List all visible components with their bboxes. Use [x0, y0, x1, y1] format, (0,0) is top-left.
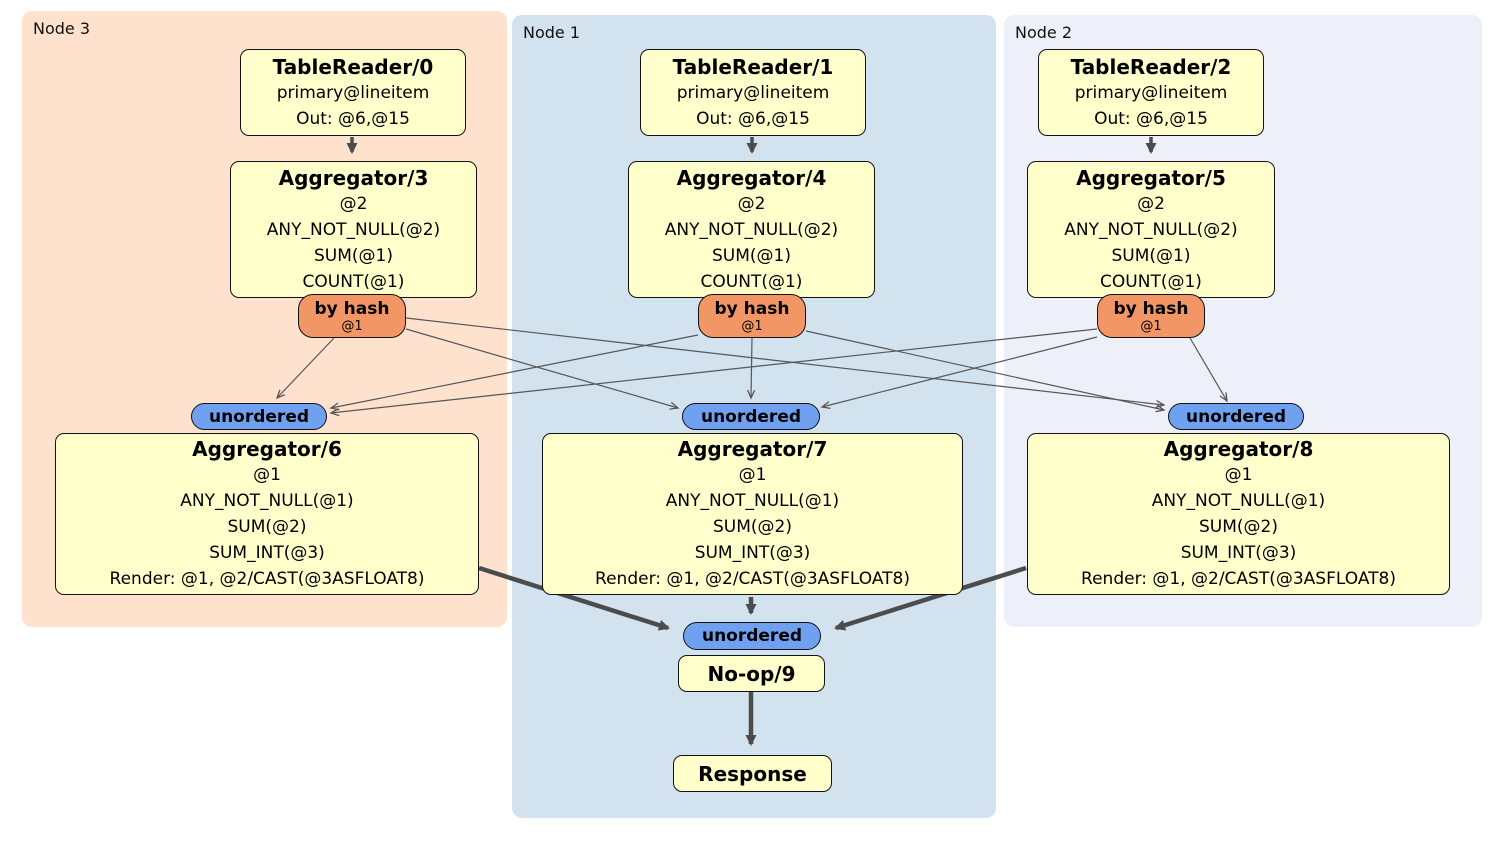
- aggregator5-box: Aggregator/5 @2 ANY_NOT_NULL(@2) SUM(@1)…: [1027, 161, 1275, 298]
- aggregator6-fn3: SUM_INT(@3): [209, 543, 325, 563]
- aggregator3-box: Aggregator/3 @2 ANY_NOT_NULL(@2) SUM(@1)…: [230, 161, 477, 298]
- byhash0-columns: @1: [341, 318, 363, 334]
- tablereader0-title: TableReader/0: [272, 54, 434, 79]
- tablereader2-index: primary@lineitem: [1074, 82, 1228, 103]
- aggregator5-title: Aggregator/5: [1076, 165, 1226, 190]
- unordered-sync-node3: unordered: [191, 403, 327, 430]
- byhash1-columns: @1: [741, 318, 763, 334]
- aggregator4-fn1: ANY_NOT_NULL(@2): [664, 219, 839, 240]
- aggregator8-render: Render: @1, @2/CAST(@3ASFLOAT8): [1081, 569, 1396, 589]
- byhash0-router: by hash @1: [298, 294, 406, 338]
- aggregator5-groupcols: @2: [1137, 193, 1165, 214]
- tablereader0-box: TableReader/0 primary@lineitem Out: @6,@…: [240, 49, 466, 136]
- aggregator7-fn3: SUM_INT(@3): [694, 543, 811, 563]
- edge-byhash2-unordered-node3: [331, 328, 1098, 413]
- aggregator5-fn2: SUM(@1): [1111, 245, 1191, 266]
- aggregator4-box: Aggregator/4 @2 ANY_NOT_NULL(@2) SUM(@1)…: [628, 161, 875, 298]
- node1-label: Node 1: [523, 23, 581, 42]
- response-title: Response: [698, 761, 807, 786]
- aggregator4-fn2: SUM(@1): [712, 245, 791, 266]
- unordered-sync-final: unordered: [683, 622, 821, 650]
- aggregator8-box: Aggregator/8 @1 ANY_NOT_NULL(@1) SUM(@2)…: [1027, 433, 1450, 595]
- aggregator6-groupcols: @1: [253, 465, 281, 485]
- aggregator6-fn1: ANY_NOT_NULL(@1): [180, 491, 354, 511]
- aggregator3-fn3: COUNT(@1): [302, 271, 405, 292]
- byhash1-title: by hash: [714, 298, 790, 319]
- aggregator3-fn1: ANY_NOT_NULL(@2): [266, 219, 441, 240]
- response-box: Response: [673, 755, 832, 792]
- aggregator8-fn2: SUM(@2): [1199, 517, 1278, 537]
- tablereader1-out: Out: @6,@15: [696, 108, 810, 129]
- edge-byhash1-unordered-node3: [331, 334, 699, 408]
- node2-label: Node 2: [1015, 23, 1073, 42]
- tablereader1-box: TableReader/1 primary@lineitem Out: @6,@…: [640, 49, 866, 136]
- edge-aggregator6-unordered-final: [478, 565, 670, 631]
- tablereader2-box: TableReader/2 primary@lineitem Out: @6,@…: [1038, 49, 1264, 136]
- tablereader1-title: TableReader/1: [672, 54, 834, 79]
- edge-byhash2-unordered-node2: [1189, 337, 1227, 401]
- node3-label: Node 3: [33, 19, 91, 38]
- aggregator6-box: Aggregator/6 @1 ANY_NOT_NULL(@1) SUM(@2)…: [55, 433, 479, 595]
- edge-byhash0-unordered-node2: [405, 317, 1164, 405]
- aggregator3-fn2: SUM(@1): [314, 245, 393, 266]
- aggregator3-groupcols: @2: [339, 193, 368, 214]
- unordered-sync-node1: unordered: [682, 403, 820, 430]
- noop9-box: No-op/9: [678, 655, 825, 692]
- edge-byhash0-unordered-node1: [405, 328, 678, 408]
- byhash2-columns: @1: [1140, 318, 1162, 334]
- tablereader1-index: primary@lineitem: [676, 82, 830, 103]
- tablereader2-out: Out: @6,@15: [1094, 108, 1208, 129]
- byhash1-router: by hash @1: [698, 294, 806, 338]
- byhash2-router: by hash @1: [1097, 294, 1205, 338]
- aggregator7-fn1: ANY_NOT_NULL(@1): [665, 491, 840, 511]
- byhash2-title: by hash: [1113, 298, 1189, 319]
- byhash0-title: by hash: [314, 298, 390, 319]
- aggregator8-fn3: SUM_INT(@3): [1180, 543, 1297, 563]
- tablereader0-out: Out: @6,@15: [296, 108, 410, 129]
- edge-byhash1-unordered-node2: [805, 330, 1164, 410]
- aggregator7-title: Aggregator/7: [677, 437, 828, 461]
- aggregator5-fn3: COUNT(@1): [1100, 271, 1202, 292]
- noop9-title: No-op/9: [707, 661, 796, 686]
- aggregator7-fn2: SUM(@2): [713, 517, 792, 537]
- aggregator8-fn1: ANY_NOT_NULL(@1): [1151, 491, 1326, 511]
- aggregator8-title: Aggregator/8: [1163, 437, 1314, 461]
- aggregator7-render: Render: @1, @2/CAST(@3ASFLOAT8): [595, 569, 910, 589]
- aggregator4-fn3: COUNT(@1): [700, 271, 803, 292]
- edge-byhash0-unordered-node3: [277, 337, 335, 398]
- edge-byhash1-unordered-node1: [751, 337, 752, 398]
- aggregator7-groupcols: @1: [738, 465, 767, 485]
- aggregator6-title: Aggregator/6: [192, 437, 342, 461]
- unordered-sync-node2: unordered: [1168, 403, 1304, 430]
- edge-aggregator8-unordered-final: [834, 565, 1027, 631]
- aggregator5-fn1: ANY_NOT_NULL(@2): [1064, 219, 1238, 240]
- aggregator4-title: Aggregator/4: [676, 165, 827, 190]
- aggregator4-groupcols: @2: [737, 193, 766, 214]
- aggregator6-fn2: SUM(@2): [227, 517, 307, 537]
- edge-byhash2-unordered-node1: [822, 336, 1098, 407]
- tablereader0-index: primary@lineitem: [276, 82, 430, 103]
- tablereader2-title: TableReader/2: [1070, 54, 1232, 79]
- aggregator6-render: Render: @1, @2/CAST(@3ASFLOAT8): [109, 569, 425, 589]
- aggregator7-box: Aggregator/7 @1 ANY_NOT_NULL(@1) SUM(@2)…: [542, 433, 963, 595]
- aggregator3-title: Aggregator/3: [278, 165, 429, 190]
- aggregator8-groupcols: @1: [1224, 465, 1253, 485]
